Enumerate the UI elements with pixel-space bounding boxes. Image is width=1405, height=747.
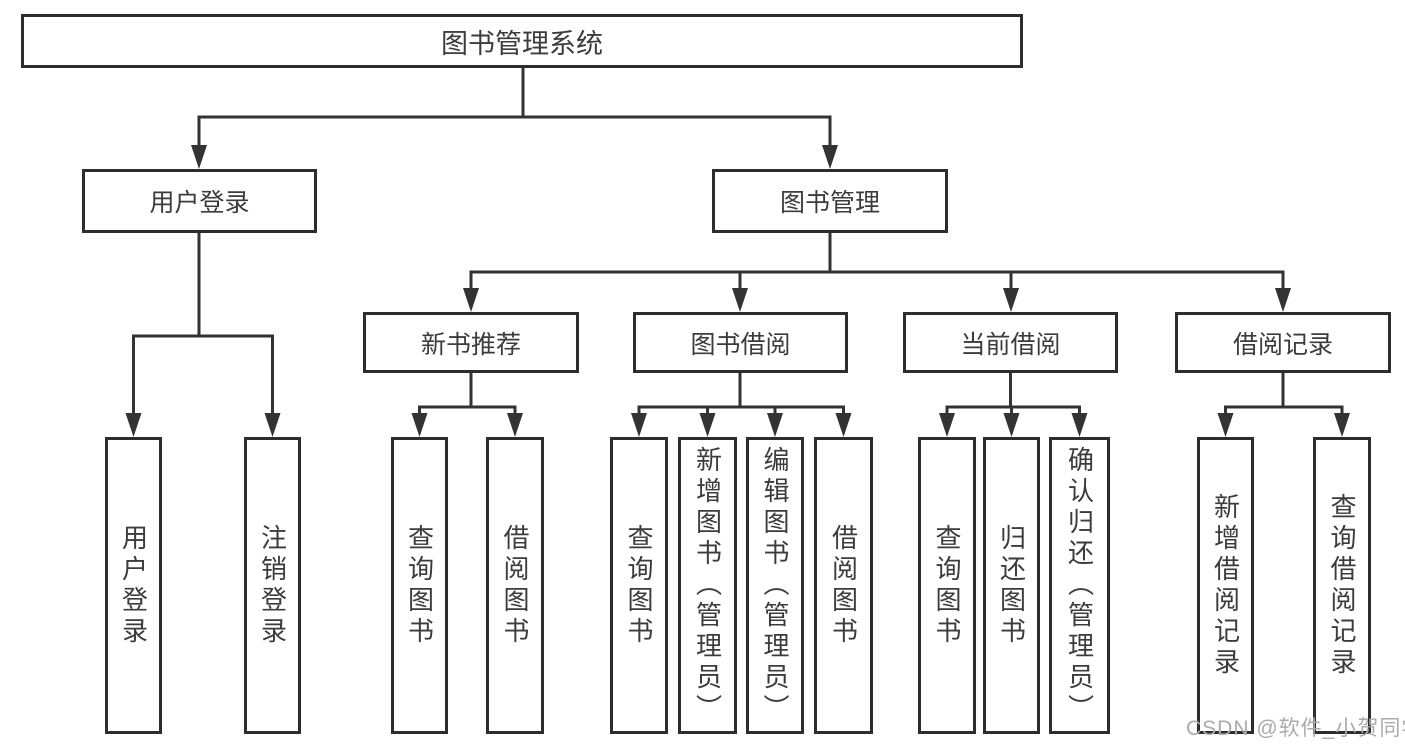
leaf-label: 借阅图书 (828, 523, 859, 648)
leaf-user-login: 用户登录 (105, 437, 162, 734)
leaf-edit-book-admin: 编辑图书（管理员） (746, 437, 804, 734)
leaf-return-books: 归还图书 (983, 437, 1040, 734)
leaf-label: 编辑图书（管理员） (760, 446, 790, 725)
node-user-login: 用户登录 (82, 169, 317, 233)
leaf-query-books-3: 查询图书 (918, 437, 976, 734)
leaf-add-borrow-record: 新增借阅记录 (1197, 437, 1254, 734)
node-borrow-records: 借阅记录 (1175, 312, 1391, 373)
leaf-label: 新增借阅记录 (1210, 492, 1241, 679)
leaf-label: 查询图书 (932, 523, 962, 648)
node-book-borrow: 图书借阅 (633, 312, 848, 373)
leaf-confirm-return-admin: 确认归还（管理员） (1049, 437, 1110, 734)
leaf-label: 查询图书 (624, 523, 654, 648)
leaf-borrow-books-1: 借阅图书 (486, 437, 544, 734)
leaf-label: 归还图书 (996, 523, 1027, 648)
leaf-label: 用户登录 (118, 523, 149, 648)
node-book-management: 图书管理 (712, 169, 948, 233)
node-root: 图书管理系统 (21, 14, 1023, 68)
leaf-query-books-1: 查询图书 (391, 437, 448, 734)
leaf-label: 确认归还（管理员） (1064, 446, 1095, 725)
arrowheads (125, 145, 1350, 437)
leaf-query-borrow-record: 查询借阅记录 (1313, 437, 1371, 734)
leaf-label: 注销登录 (257, 523, 288, 648)
leaf-add-book-admin: 新增图书（管理员） (678, 437, 737, 734)
leaf-label: 新增图书（管理员） (692, 446, 723, 725)
leaf-label: 借阅图书 (500, 523, 530, 648)
leaf-borrow-books-2: 借阅图书 (814, 437, 873, 734)
leaf-logout: 注销登录 (244, 437, 301, 734)
leaf-query-books-2: 查询图书 (610, 437, 668, 734)
node-new-book-recommend: 新书推荐 (363, 312, 579, 373)
leaf-label: 查询借阅记录 (1327, 492, 1357, 679)
watermark: CSDN @软件_小贺同学 (1186, 717, 1405, 740)
node-current-borrow: 当前借阅 (903, 312, 1118, 373)
leaf-label: 查询图书 (404, 523, 435, 648)
